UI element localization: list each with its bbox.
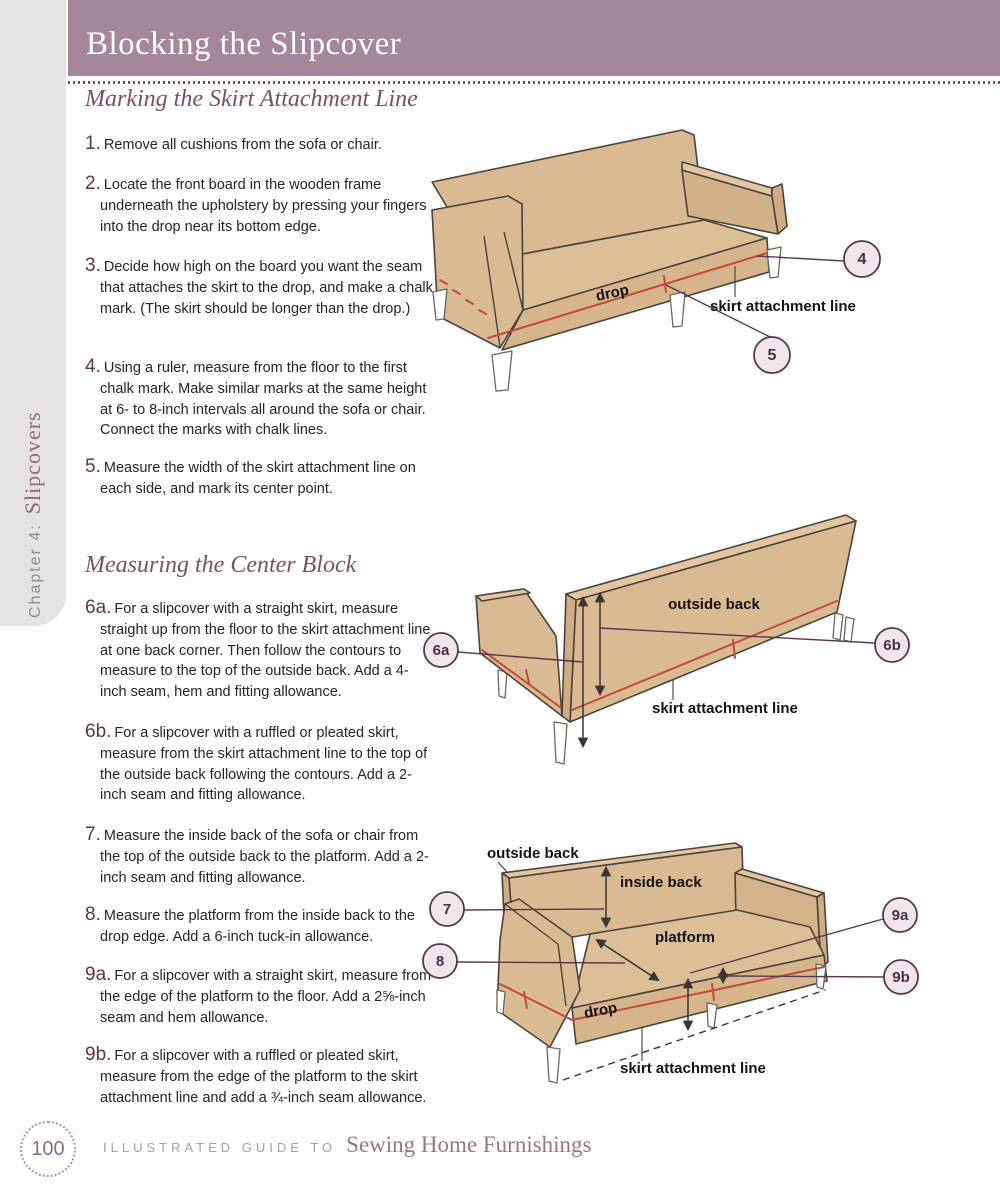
step-1: 1.Remove all cushions from the sofa or c…	[85, 133, 382, 154]
sofa2-leg	[553, 721, 568, 765]
chapter-title: Slipcovers	[20, 411, 45, 515]
step-7: 7.Measure the inside back of the sofa or…	[85, 824, 429, 886]
sofa2-leg	[843, 616, 855, 643]
page-number: 100	[31, 1137, 65, 1160]
svg-text:9b: 9b	[892, 969, 910, 986]
label-skirt-line: skirt attachment line	[710, 298, 856, 315]
sofa3-leg	[496, 989, 506, 1015]
sofa3-leg	[706, 1002, 718, 1029]
sofa1-leg	[491, 350, 513, 392]
dashed-skirt-line	[562, 989, 826, 1081]
svg-text:9a: 9a	[892, 907, 909, 924]
chalk-line	[571, 600, 838, 711]
callout-9a	[882, 897, 918, 933]
callout-9b	[883, 959, 919, 995]
sofa2-left-arm	[475, 588, 563, 717]
section-heading-1: Marking the Skirt Attachment Line	[85, 86, 418, 112]
svg-text:7: 7	[443, 901, 451, 918]
sofa3-left-arm	[496, 898, 581, 1048]
label-outside-back: outside back	[668, 596, 760, 613]
label-drop: drop	[583, 999, 619, 1022]
measure-arrow-8	[595, 938, 660, 982]
step-8: 8.Measure the platform from the inside b…	[85, 904, 415, 945]
label-inside-back: inside back	[620, 874, 702, 891]
sofa1-leg	[766, 246, 782, 279]
sofa1-leg	[669, 291, 686, 328]
callout-8	[422, 943, 458, 979]
callout-7	[429, 891, 465, 927]
page-title: Blocking the Slipcover	[86, 26, 402, 62]
label-skirt-line: skirt attachment line	[620, 1060, 766, 1077]
figure-sofa-side-view: drop skirt attachment line 4 5	[431, 129, 881, 392]
sofa1-leg	[432, 288, 448, 321]
step-9a: 9a.For a slipcover with a straight skirt…	[85, 964, 432, 1026]
step-6a: 6a.For a slipcover with a straight skirt…	[85, 597, 431, 701]
label-outside-back: outside back	[487, 845, 579, 862]
label-drop: drop	[594, 281, 630, 305]
chapter-side-tab	[0, 0, 66, 626]
page-number-badge: 100	[20, 1121, 76, 1177]
step-6b: 6b.For a slipcover with a ruffled or ple…	[85, 721, 428, 804]
sofa2-leg	[497, 669, 508, 699]
footer: ILLUSTRATED GUIDE TO Sewing Home Furnish…	[103, 1132, 592, 1158]
chapter-tab-text: Chapter 4: Slipcovers	[20, 411, 46, 618]
step-9b: 9b.For a slipcover with a ruffled or ple…	[85, 1044, 427, 1106]
callout-6a	[423, 632, 459, 668]
svg-text:4: 4	[858, 251, 867, 268]
step-5: 5.Measure the width of the skirt attachm…	[85, 456, 416, 497]
label-platform: platform	[655, 929, 715, 946]
sofa2-leg	[832, 612, 844, 641]
step-2: 2.Locate the front board in the wooden f…	[85, 173, 427, 235]
step-3: 3.Decide how high on the board you want …	[85, 255, 433, 317]
footer-series-title: ILLUSTRATED GUIDE TO	[103, 1140, 337, 1155]
sofa3-drop	[571, 954, 828, 1045]
sofa1-left-arm	[431, 195, 524, 349]
label-skirt-line: skirt attachment line	[652, 700, 798, 717]
dotted-rule	[68, 81, 1000, 84]
figure-sofa-back-view: outside back skirt attachment line 6a 6b	[423, 514, 910, 765]
chalk-line	[487, 252, 768, 339]
header-bar: Blocking the Slipcover	[68, 0, 1000, 76]
callout-6b	[874, 627, 910, 663]
center-tick	[732, 639, 736, 659]
sofa3-leg	[546, 1046, 561, 1084]
callout-5	[753, 336, 791, 374]
svg-text:6a: 6a	[433, 642, 450, 659]
footer-book-title: Sewing Home Furnishings	[346, 1132, 592, 1157]
step-4: 4.Using a ruler, measure from the floor …	[85, 356, 427, 439]
svg-text:8: 8	[436, 953, 444, 970]
callout-4	[843, 240, 881, 278]
figure-sofa-front-view: outside back inside back platform drop s…	[422, 842, 919, 1084]
center-tick	[711, 983, 715, 1001]
svg-text:5: 5	[768, 347, 777, 364]
sofa2-outside-back	[569, 520, 857, 723]
svg-text:6b: 6b	[883, 637, 901, 654]
chapter-label: Chapter 4:	[27, 523, 44, 618]
section-heading-2: Measuring the Center Block	[85, 552, 357, 578]
center-tick	[663, 275, 667, 293]
